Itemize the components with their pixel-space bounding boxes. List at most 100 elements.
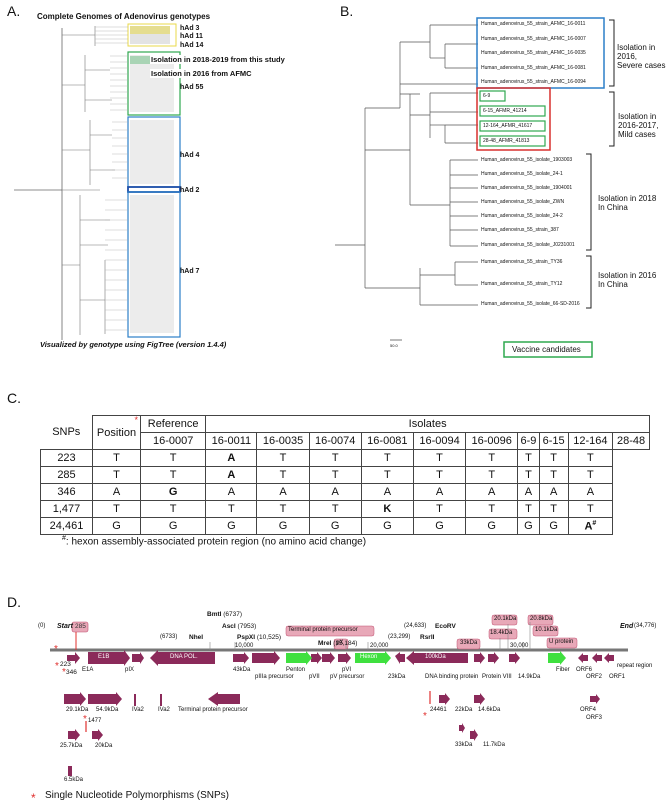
end-label: End bbox=[620, 623, 634, 630]
legend-2016-afmc: Isolation in 2016 from AFMC bbox=[150, 69, 253, 78]
tick-30000: 30,000 bbox=[510, 643, 529, 649]
column-header-12-164: 12-164 bbox=[567, 432, 614, 450]
gene-146kda bbox=[474, 693, 485, 705]
snp-cell: T bbox=[412, 449, 467, 467]
e1b-label: E1B bbox=[98, 654, 110, 660]
snp-cell: G bbox=[139, 517, 207, 535]
top-ticks bbox=[209, 622, 531, 650]
position-asterisk: * bbox=[134, 415, 138, 425]
gene-e1b bbox=[88, 650, 130, 666]
snp-cell: T bbox=[517, 500, 540, 518]
gene-iva2b bbox=[160, 694, 162, 706]
vaccine-box-2 bbox=[479, 105, 546, 117]
gene-penton bbox=[286, 651, 312, 665]
gene-43kda bbox=[233, 652, 249, 664]
label-had7: hAd 7 bbox=[180, 268, 200, 275]
taxon-mild-2: 6-15_AFMR_41214 bbox=[483, 108, 527, 114]
taxon-china2018-6: Human_adenovirus_55_strain_387 bbox=[481, 227, 559, 233]
gene-orf4 bbox=[590, 694, 600, 704]
snp-cell: A bbox=[308, 483, 362, 501]
gene-100kda bbox=[406, 651, 468, 665]
isolates-header: Isolates bbox=[205, 415, 650, 433]
snp-cell: T bbox=[465, 449, 519, 467]
snp-cell: A bbox=[412, 483, 467, 501]
snp-cell: A bbox=[205, 483, 258, 501]
tree-branches bbox=[62, 26, 115, 335]
iva2a-label: IVa2 bbox=[132, 707, 144, 713]
group-mild-label: Isolation in 2016-2017,Mild cases bbox=[618, 112, 659, 139]
gene-orf1 bbox=[604, 653, 614, 663]
snp-cell: A bbox=[360, 483, 414, 501]
taxon-china2016-2: Human_adenovirus_55_strain_TY12 bbox=[481, 281, 563, 287]
taxon-china2016-3: Human_adenovirus_55_isolate_66-SD-2016 bbox=[481, 301, 580, 307]
kda257-label: 25.7kDa bbox=[60, 743, 83, 749]
iva2b-label: IVa2 bbox=[158, 707, 170, 713]
snp-cell: K bbox=[360, 500, 414, 518]
kda549-label: 54.9kDa bbox=[96, 707, 119, 713]
genome-map: * * * * * bbox=[31, 614, 628, 805]
snp-cell: A bbox=[205, 466, 258, 484]
column-header-16-0081: 16-0081 bbox=[360, 432, 414, 450]
snp-cell: T bbox=[139, 500, 207, 518]
snp-cell: T bbox=[517, 449, 540, 467]
kda20-label: 20kDa bbox=[95, 743, 113, 749]
pspxi-label: PspXI (10,525) bbox=[237, 634, 282, 641]
snp-cell: T bbox=[92, 449, 141, 467]
start-label: Start bbox=[57, 623, 73, 630]
snp-cell: G bbox=[256, 517, 310, 535]
uprot-label: U protein bbox=[549, 639, 574, 645]
gene-tpp2 bbox=[208, 692, 240, 706]
clade-box-had55 bbox=[127, 51, 181, 116]
gene-291kda bbox=[64, 692, 86, 706]
snp-cell: G bbox=[517, 517, 540, 535]
tick-20000: 20,000 bbox=[370, 643, 389, 649]
rsrii-pos-label: (23,299) bbox=[388, 634, 411, 640]
gene-pix bbox=[132, 652, 144, 664]
snp-cell: G bbox=[92, 517, 141, 535]
snp-legend-label: Single Nucleotide Polymorphisms (SNPs) bbox=[45, 790, 229, 801]
gene-20kda bbox=[92, 729, 103, 741]
pos285-label: 285 bbox=[75, 623, 86, 630]
snp-cell: G bbox=[205, 517, 258, 535]
snp-cell: T bbox=[412, 500, 467, 518]
label-had11: hAd 11 bbox=[180, 33, 203, 40]
snp-cell: T bbox=[139, 449, 207, 467]
s24461-label: 24461 bbox=[430, 707, 447, 713]
genes-row1 bbox=[67, 650, 614, 666]
taxon-china2018-1: Human_adenovirus_55_isolate_1903003 bbox=[481, 157, 573, 163]
snp-cell: T bbox=[538, 466, 569, 484]
kda184-label: 18.4kDa bbox=[490, 630, 513, 636]
snp-cell: T bbox=[517, 466, 540, 484]
gene-orf6 bbox=[578, 653, 588, 663]
kda101-label: 10.1kDa bbox=[535, 627, 558, 633]
panel-c-letter: C. bbox=[7, 390, 21, 406]
gene-dnapol bbox=[150, 650, 215, 666]
snp-cell: G bbox=[538, 517, 569, 535]
vaccine-box-1 bbox=[479, 90, 506, 102]
gene-257kda bbox=[68, 729, 80, 741]
kda149-label: 14.9kDa bbox=[518, 674, 541, 680]
mild-box-red bbox=[476, 87, 551, 151]
snp-cell: G bbox=[465, 517, 519, 535]
gene-pvi bbox=[338, 652, 351, 664]
panel-a-title: Complete Genomes of Adenovirus genotypes bbox=[37, 12, 211, 21]
kda146-label: 14.6kDa bbox=[478, 707, 501, 713]
snp-table: SNPs Position* Reference Isolates 16-000… bbox=[40, 415, 650, 535]
taxon-mild-1: 6-9 bbox=[483, 93, 491, 99]
column-header-16-0007: 16-0007 bbox=[139, 432, 207, 450]
e1a-label: E1A bbox=[82, 667, 94, 673]
column-header-28-48: 28-48 bbox=[612, 432, 650, 450]
label-had3: hAd 3 bbox=[180, 25, 200, 32]
snp-cell: A# bbox=[567, 517, 614, 535]
snp-cell: T bbox=[567, 449, 614, 467]
footnote-text: : hexon assembly-associated protein regi… bbox=[65, 536, 367, 548]
nhei-label: NheI bbox=[189, 634, 204, 641]
taxon-severe-2: Human_adenovirus_55_strain_AFMC_16-0007 bbox=[481, 36, 586, 42]
orf4-label: ORF4 bbox=[580, 707, 597, 713]
label-had4: hAd 4 bbox=[180, 152, 200, 159]
snp-cell: T bbox=[412, 466, 467, 484]
kda22-label: 22kDa bbox=[455, 707, 473, 713]
